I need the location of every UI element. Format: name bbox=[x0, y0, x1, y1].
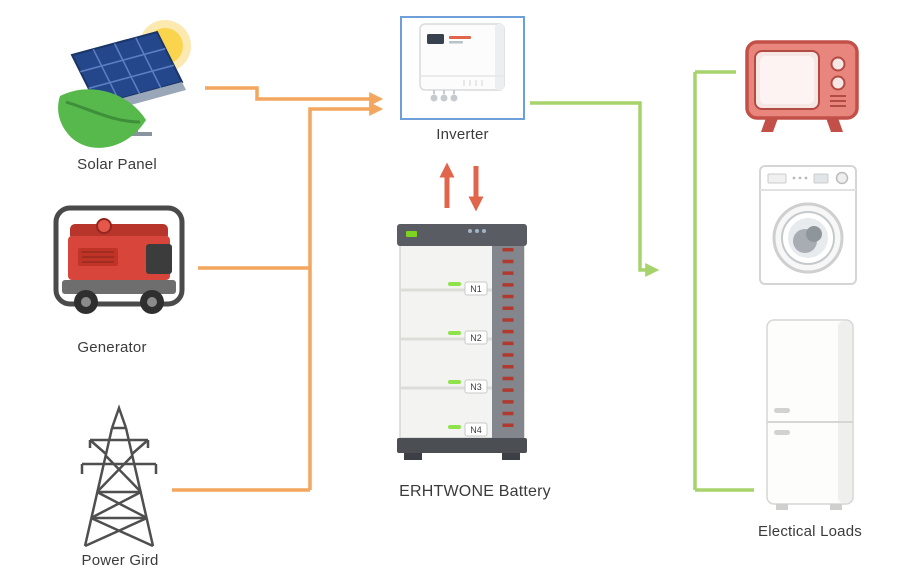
solar-to-inverter-line bbox=[205, 86, 384, 106]
inverter-side-shade bbox=[495, 24, 504, 90]
junction-to-inverter-line bbox=[308, 102, 384, 490]
generator-label: Generator bbox=[77, 339, 147, 356]
inverter-brand-bar bbox=[449, 36, 471, 39]
inverter-highlight-box bbox=[400, 16, 525, 120]
television-icon bbox=[742, 36, 862, 136]
generator-hub-left bbox=[81, 297, 91, 307]
pv-grid-lines bbox=[80, 37, 174, 100]
fridge-handle-bottom bbox=[774, 430, 790, 435]
tv-speaker-lines bbox=[830, 95, 846, 107]
battery-module-n2: N2 bbox=[470, 333, 482, 343]
washer-drawer bbox=[767, 173, 787, 184]
battery-brand-mark bbox=[406, 231, 417, 237]
washer-display bbox=[813, 173, 829, 184]
generator-frame bbox=[53, 205, 185, 307]
battery-status-leds bbox=[468, 229, 486, 233]
generator-icon bbox=[46, 198, 196, 326]
solar-panel-label: Solar Panel bbox=[77, 156, 157, 173]
battery-label: ERHTWONE Battery bbox=[399, 483, 551, 500]
tv-leg-left bbox=[761, 118, 778, 132]
inverter-label: Inverter bbox=[436, 126, 489, 143]
battery-foot-left bbox=[404, 453, 422, 460]
fridge-foot-right bbox=[830, 504, 842, 510]
battery-module-n1: N1 bbox=[470, 284, 482, 294]
fridge-side-shade bbox=[838, 321, 852, 503]
tv-knob-bottom bbox=[830, 75, 846, 91]
battery-side-rail bbox=[492, 240, 524, 438]
battery-base bbox=[397, 438, 527, 453]
generator-body bbox=[68, 236, 170, 280]
fridge-body bbox=[766, 319, 854, 505]
inverter-connectors bbox=[430, 94, 458, 102]
inverter-vents bbox=[463, 80, 483, 86]
leaf-vein bbox=[65, 100, 141, 124]
inverter-body bbox=[419, 23, 505, 91]
battery-module-n3: N3 bbox=[470, 382, 482, 392]
battery-top-cap bbox=[397, 224, 527, 246]
leaf-icon bbox=[58, 89, 146, 148]
inverter-brand-bar2 bbox=[449, 41, 463, 44]
inverter-to-loads-line bbox=[530, 101, 660, 277]
battery-module-n4: N4 bbox=[470, 425, 482, 435]
power-grid-label: Power Gird bbox=[81, 552, 159, 569]
generator-hub-right bbox=[147, 297, 157, 307]
tower-lattice bbox=[80, 404, 158, 548]
generator-base bbox=[62, 280, 176, 294]
battery-module-tags: N1 N2 N3 N4 bbox=[464, 281, 488, 437]
refrigerator-icon bbox=[762, 316, 858, 514]
washing-machine-icon bbox=[756, 162, 860, 290]
solar-panel-icon bbox=[52, 10, 202, 158]
fridge-foot-left bbox=[776, 504, 788, 510]
washer-knob bbox=[835, 171, 849, 185]
fridge-handle-top bbox=[774, 408, 790, 413]
battery-module-leds bbox=[448, 282, 461, 429]
power-grid-tower-icon bbox=[58, 396, 180, 548]
inverter-icon bbox=[419, 23, 505, 102]
generator-alternator bbox=[146, 244, 172, 274]
inverter-display bbox=[427, 34, 444, 44]
tv-screen bbox=[760, 56, 814, 104]
generator-vents bbox=[82, 251, 114, 263]
generator-cap bbox=[96, 218, 112, 234]
washer-buttons bbox=[792, 176, 808, 180]
battery-stack-icon: N1 N2 N3 N4 bbox=[392, 218, 540, 463]
tv-leg-right bbox=[826, 118, 843, 132]
battery-foot-right bbox=[502, 453, 520, 460]
inverter-connector-stems bbox=[433, 90, 455, 94]
washer-laundry-shadow bbox=[806, 226, 822, 242]
electrical-loads-label: Electical Loads bbox=[758, 523, 862, 540]
tv-knob-top bbox=[830, 56, 846, 72]
